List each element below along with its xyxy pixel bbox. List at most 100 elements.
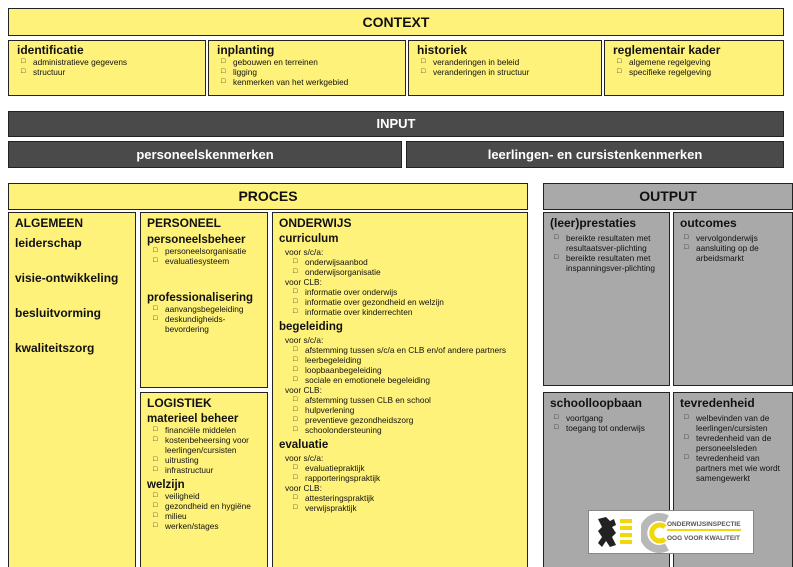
context-box-title: reglementair kader [613, 43, 721, 57]
output-box-title: schoolloopbaan [550, 396, 643, 410]
list-item: informatie over kinderrechten [293, 307, 521, 317]
list-item: werken/stages [153, 521, 261, 531]
group-label: voor s/c/a: [285, 335, 324, 345]
list-item: onderwijsaanbod [293, 257, 521, 267]
input-title: INPUT [376, 116, 416, 131]
output-box-leerprestaties: (leer)prestaties bereikte resultaten met… [543, 212, 670, 386]
logo-line2: OOG VOOR KWALITEIT [667, 535, 740, 542]
algemeen-item: besluitvorming [15, 306, 102, 320]
context-box-reglementair-kader: reglementair kader algemene regelgeving … [604, 40, 784, 96]
list-item: deskundigheids-bevordering [153, 314, 261, 334]
personeel-section-title: personeelsbeheer [147, 234, 246, 246]
onderwijs-box: ONDERWIJS curriculum voor s/c/a: onderwi… [272, 212, 528, 567]
context-title: CONTEXT [362, 14, 430, 30]
list-item: loopbaanbegeleiding [293, 365, 521, 375]
list-item: toegang tot onderwijs [554, 423, 663, 433]
input-header: INPUT [8, 111, 784, 137]
list-item: uitrusting [153, 455, 261, 465]
output-box-title: (leer)prestaties [550, 216, 637, 230]
list-item: kostenbeheersing voor leerlingen/cursist… [153, 435, 261, 455]
context-box-title: identificatie [17, 43, 84, 57]
group-label: voor s/c/a: [285, 453, 324, 463]
list-item: tevredenheid van partners met wie wordt … [684, 453, 786, 483]
context-box-historiek: historiek veranderingen in beleid verand… [408, 40, 602, 96]
list-item: verwijspraktijk [293, 503, 521, 513]
onderwijs-title: ONDERWIJS [279, 216, 352, 230]
context-header: CONTEXT [8, 8, 784, 36]
list-item: afstemming tussen s/c/a en CLB en/of and… [293, 345, 521, 355]
input-right-label: leerlingen- en cursistenkenmerken [487, 147, 703, 162]
list-item: veiligheid [153, 491, 261, 501]
output-box-title: outcomes [680, 216, 737, 230]
output-title: OUTPUT [639, 188, 697, 204]
list-item: schoolondersteuning [293, 425, 521, 435]
list-item: ligging [221, 67, 397, 77]
list-item: afstemming tussen CLB en school [293, 395, 521, 405]
list-item: informatie over gezondheid en welzijn [293, 297, 521, 307]
logistiek-title: LOGISTIEK [147, 396, 212, 410]
flemish-lion-icon [598, 517, 632, 547]
algemeen-item: leiderschap [15, 236, 82, 250]
personeel-section-title: professionalisering [147, 292, 254, 304]
list-item: tevredenheid van de personeelsleden [684, 433, 786, 453]
eye-icon [641, 513, 669, 553]
list-item: rapporteringspraktijk [293, 473, 521, 483]
proces-header: PROCES [8, 183, 528, 210]
list-item: vervolgonderwijs [684, 233, 786, 243]
personeel-title: PERSONEEL [147, 216, 222, 230]
list-item: veranderingen in structuur [421, 67, 593, 77]
algemeen-title: ALGEMEEN [15, 216, 84, 230]
list-item: veranderingen in beleid [421, 57, 593, 67]
list-item: specifieke regelgeving [617, 67, 775, 77]
list-item: structuur [21, 67, 197, 77]
output-box-title: tevredenheid [680, 396, 755, 410]
list-item: preventieve gezondheidszorg [293, 415, 521, 425]
group-label: voor CLB: [285, 483, 322, 493]
personeel-box: PERSONEEL personeelsbeheer personeelsorg… [140, 212, 268, 388]
list-item: personeelsorganisatie [153, 246, 261, 256]
list-item: attesteringspraktijk [293, 493, 521, 503]
logistiek-section-title: welzijn [147, 479, 185, 491]
list-item: financiële middelen [153, 425, 261, 435]
list-item: bereikte resultaten met resultaatsver-pl… [554, 233, 663, 253]
input-left-label: personeelskenmerken [136, 147, 274, 162]
list-item: welbevinden van de leerlingen/cursisten [684, 413, 786, 433]
algemeen-item: kwaliteitszorg [15, 341, 95, 355]
input-leerlingenkenmerken: leerlingen- en cursistenkenmerken [406, 141, 784, 168]
list-item: infrastructuur [153, 465, 261, 475]
list-item: leerbegeleiding [293, 355, 521, 365]
curriculum-title: curriculum [279, 233, 339, 245]
input-personeelskenmerken: personeelskenmerken [8, 141, 402, 168]
context-box-title: inplanting [217, 43, 275, 57]
algemeen-box: ALGEMEEN leiderschap visie-ontwikkeling … [8, 212, 136, 567]
list-item: hulpverlening [293, 405, 521, 415]
begeleiding-title: begeleiding [279, 321, 343, 333]
list-item: kenmerken van het werkgebied [221, 77, 397, 87]
output-box-outcomes: outcomes vervolgonderwijs aansluiting op… [673, 212, 793, 386]
list-item: gebouwen en terreinen [221, 57, 397, 67]
list-item: aanvangsbegeleiding [153, 304, 261, 314]
logo-line1: ONDERWIJSINSPECTIE [667, 521, 741, 531]
list-item: informatie over onderwijs [293, 287, 521, 297]
proces-title: PROCES [238, 188, 298, 204]
list-item: aansluiting op de arbeidsmarkt [684, 243, 786, 263]
list-item: onderwijsorganisatie [293, 267, 521, 277]
list-item: administratieve gegevens [21, 57, 197, 67]
group-label: voor CLB: [285, 385, 322, 395]
logo: ONDERWIJSINSPECTIE OOG VOOR KWALITEIT [588, 510, 754, 554]
context-box-title: historiek [417, 43, 468, 57]
evaluatie-title: evaluatie [279, 439, 329, 451]
list-item: evaluatiepraktijk [293, 463, 521, 473]
context-box-identificatie: identificatie administratieve gegevens s… [8, 40, 206, 96]
logistiek-section-title: materieel beheer [147, 413, 239, 425]
list-item: milieu [153, 511, 261, 521]
list-item: bereikte resultaten met inspanningsver-p… [554, 253, 663, 273]
algemeen-item: visie-ontwikkeling [15, 271, 119, 285]
group-label: voor CLB: [285, 277, 322, 287]
list-item: voortgang [554, 413, 663, 423]
list-item: algemene regelgeving [617, 57, 775, 67]
logistiek-box: LOGISTIEK materieel beheer financiële mi… [140, 392, 268, 567]
group-label: voor s/c/a: [285, 247, 324, 257]
output-header: OUTPUT [543, 183, 793, 210]
list-item: sociale en emotionele begeleiding [293, 375, 521, 385]
